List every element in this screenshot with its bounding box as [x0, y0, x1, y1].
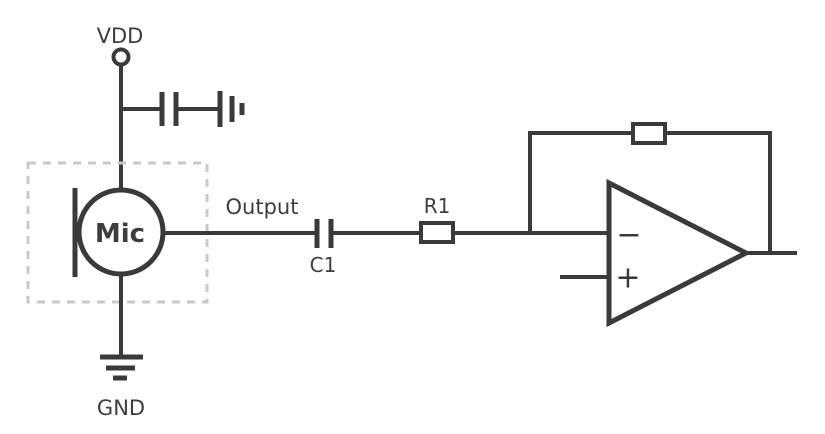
- c1-label: C1: [310, 253, 337, 277]
- feedback-resistor-body: [631, 122, 667, 145]
- ground-branch: GND: [97, 274, 145, 420]
- opamp-inverting-sign: −: [616, 218, 641, 253]
- feedback-network: [528, 122, 772, 253]
- vdd-label: VDD: [97, 24, 144, 48]
- output-label: Output: [226, 195, 299, 219]
- ground-symbol: [100, 354, 143, 381]
- r1-body: [419, 221, 455, 244]
- coupling-capacitor-c1: C1: [310, 219, 337, 277]
- vdd-terminal-circle: [111, 47, 131, 67]
- vdd-terminal: VDD: [97, 24, 144, 191]
- gnd-label: GND: [97, 396, 145, 420]
- signal-path: Output C1 R1: [163, 194, 609, 277]
- opamp: − +: [560, 178, 797, 328]
- supply-bypass-branch: [119, 91, 245, 127]
- mic-enclosure-dashed-box: [26, 161, 209, 304]
- r1-label: R1: [424, 194, 451, 218]
- resistor-r1: R1: [419, 194, 455, 244]
- bypass-capacitor: [159, 92, 179, 126]
- side-ground-symbol: [217, 91, 245, 127]
- opamp-noninverting-sign: +: [615, 261, 640, 296]
- mic-label: Mic: [95, 219, 145, 249]
- opamp-triangle: [606, 178, 752, 328]
